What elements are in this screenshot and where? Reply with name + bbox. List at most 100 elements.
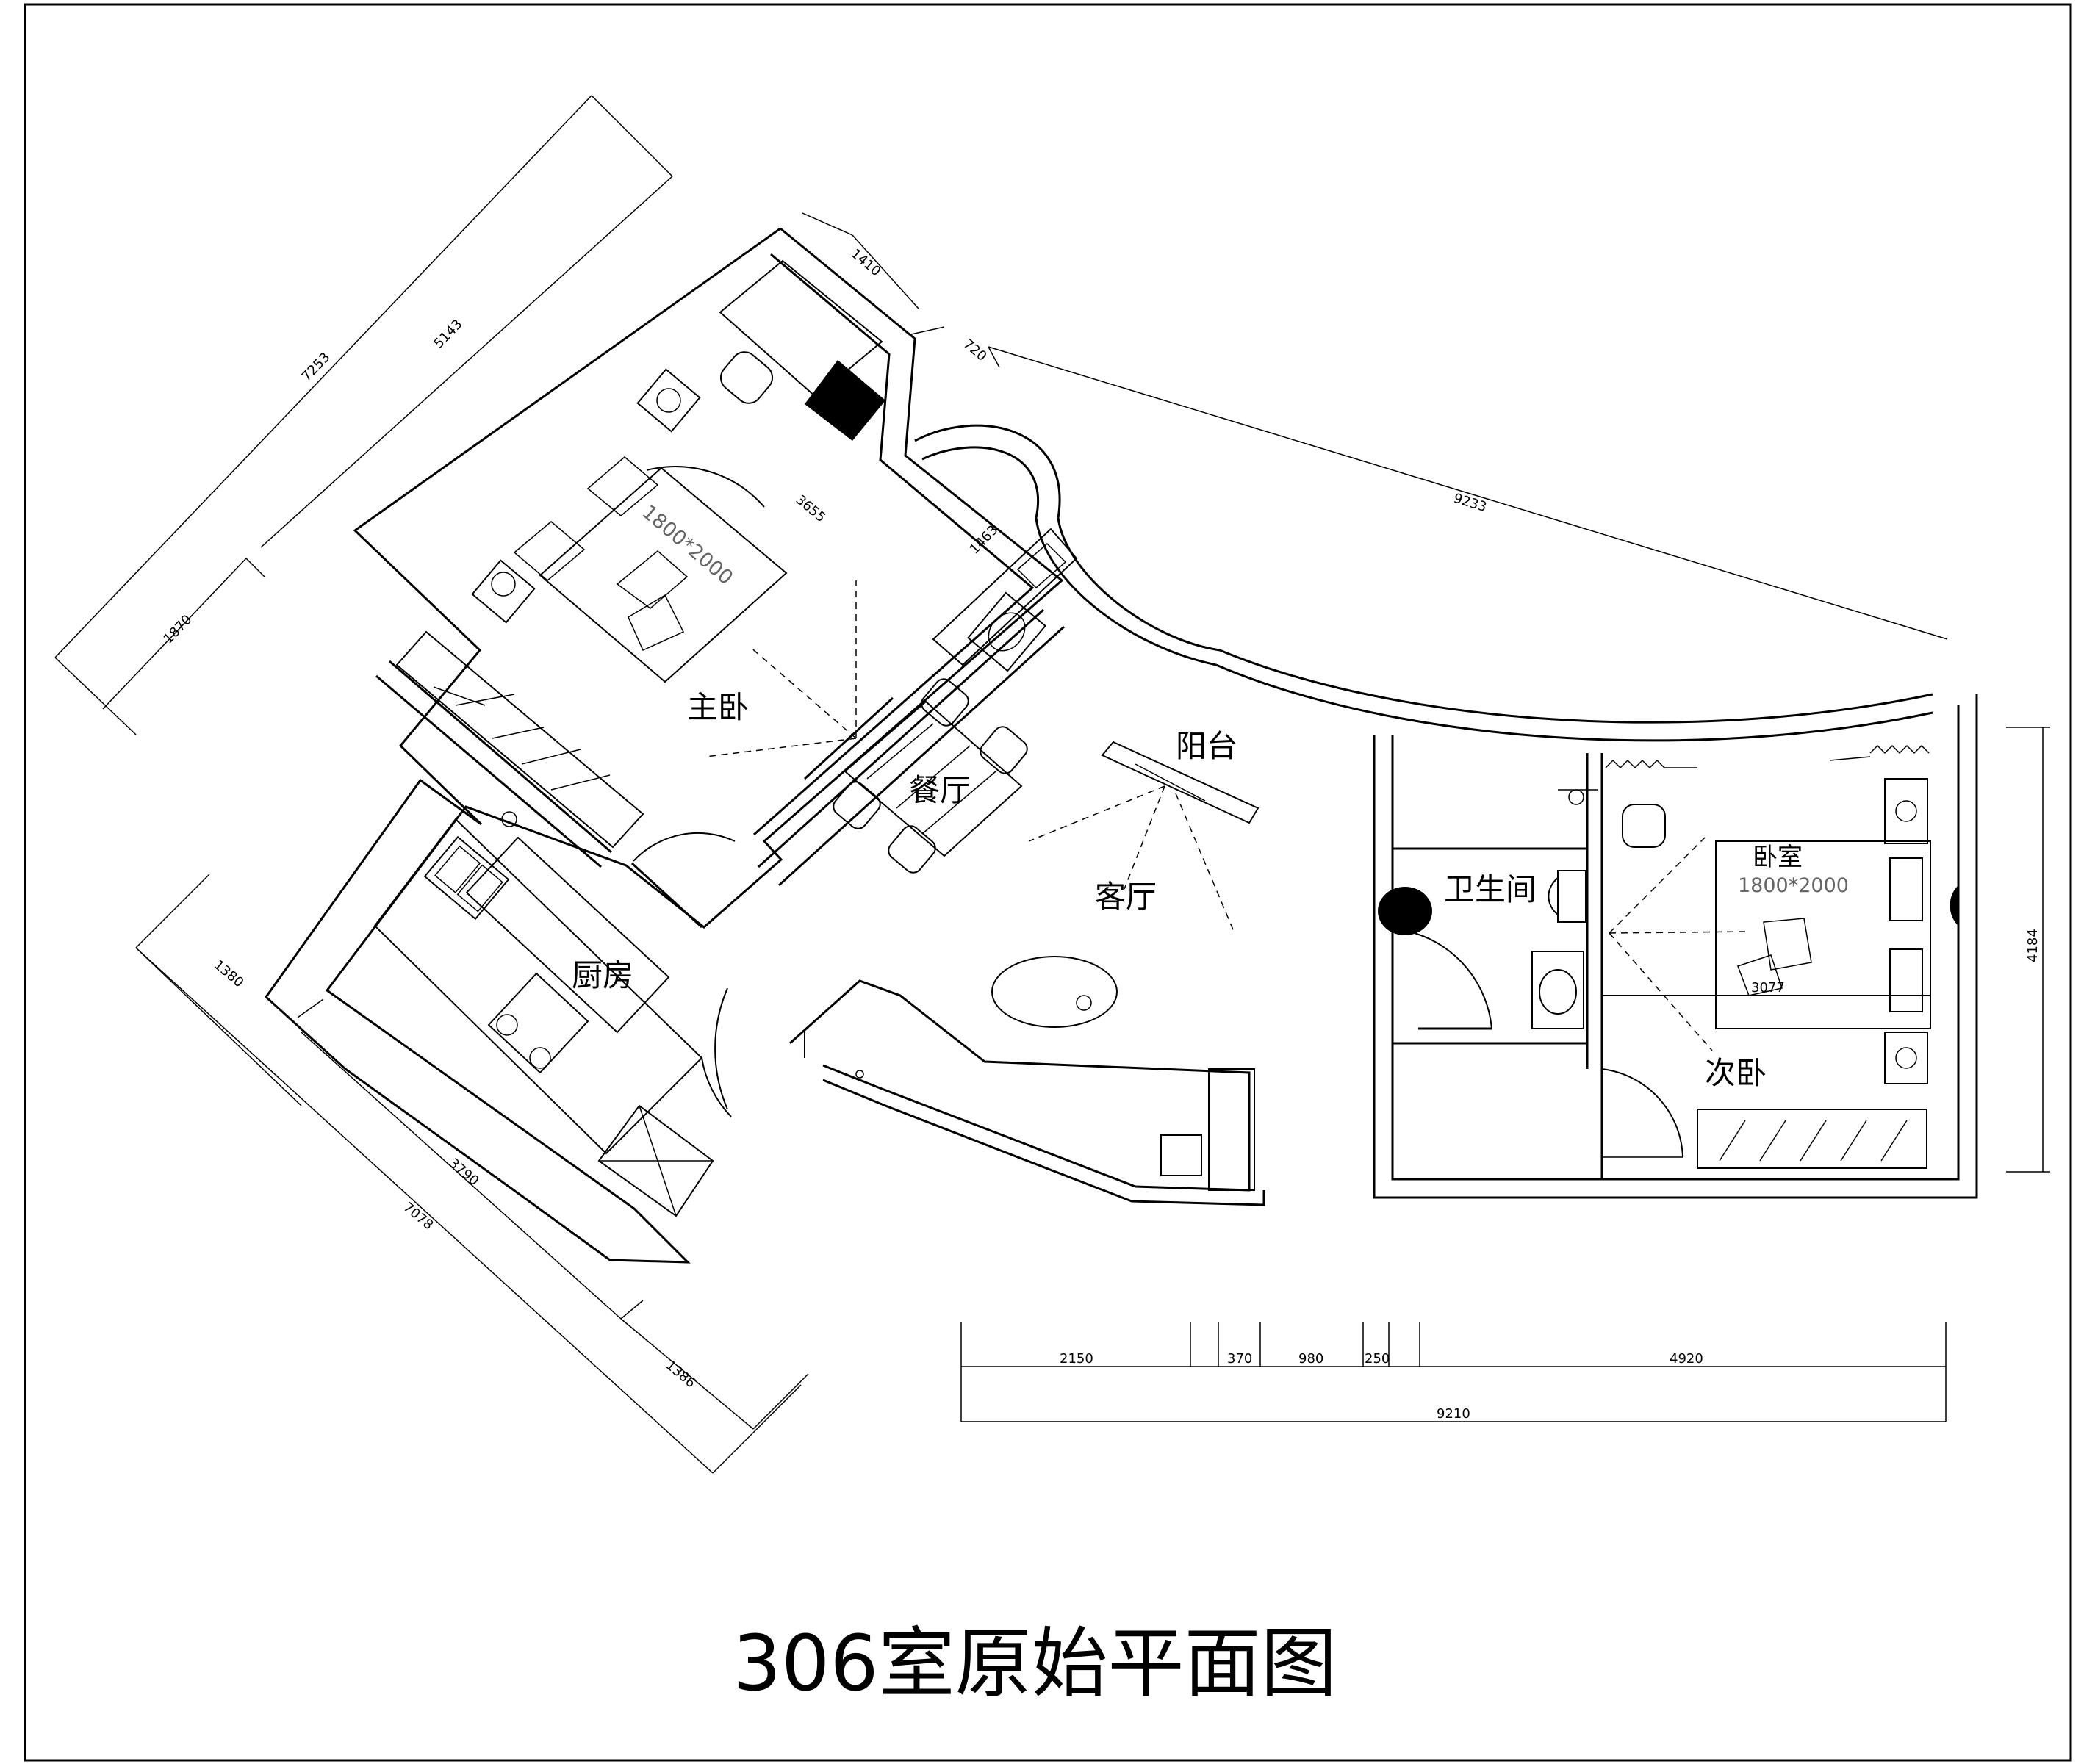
label-kitchen: 厨房 bbox=[572, 957, 633, 993]
lamp-right-icon bbox=[656, 388, 681, 413]
kitchen bbox=[373, 811, 732, 1217]
svg-text:2150: 2150 bbox=[1060, 1351, 1093, 1367]
cushion-2 bbox=[628, 594, 685, 651]
pillow-right bbox=[586, 456, 659, 516]
svg-text:9233: 9233 bbox=[1452, 491, 1489, 515]
svg-text:5143: 5143 bbox=[431, 317, 465, 352]
label-second-bedroom: 次卧 bbox=[1705, 1055, 1767, 1091]
bedroom-door-arc-2 bbox=[1601, 1068, 1683, 1158]
curtain-left bbox=[1605, 759, 1665, 769]
kitchen-sink bbox=[423, 835, 510, 921]
second-wardrobe bbox=[1697, 1109, 1927, 1169]
svg-text:7253: 7253 bbox=[298, 350, 333, 385]
svg-text:250: 250 bbox=[1365, 1351, 1390, 1367]
bathroom-door-arc bbox=[1414, 932, 1492, 1029]
svg-text:980: 980 bbox=[1298, 1351, 1323, 1367]
desk-chair bbox=[719, 351, 774, 404]
chair-3 bbox=[833, 781, 881, 829]
bedroom-kitchen-wall-2 bbox=[375, 674, 602, 868]
svg-text:1380: 1380 bbox=[211, 957, 247, 991]
nightstand-right bbox=[636, 368, 701, 433]
balcony-wall bbox=[914, 346, 1948, 934]
balcony-counter bbox=[932, 528, 1078, 666]
dining-set bbox=[833, 678, 1028, 874]
svg-text:720: 720 bbox=[960, 336, 990, 364]
label-master-bedroom: 主卧 bbox=[687, 689, 749, 725]
stove bbox=[487, 972, 589, 1074]
svg-text:1410: 1410 bbox=[848, 246, 884, 280]
coffee-table bbox=[991, 956, 1118, 1028]
cushion-bottom bbox=[1889, 948, 1923, 1012]
balcony-curve-inner bbox=[921, 446, 1039, 519]
kitchen-counter bbox=[373, 818, 703, 1155]
master-wardrobe bbox=[395, 630, 644, 849]
bath-column bbox=[1378, 887, 1432, 935]
cushion-1 bbox=[616, 550, 689, 609]
nw-outer-wall bbox=[265, 227, 1064, 1264]
label-bedroom: 卧室 bbox=[1753, 843, 1803, 872]
label-bathroom: 卫生间 bbox=[1444, 871, 1537, 907]
svg-text:370: 370 bbox=[1227, 1351, 1252, 1367]
nw-inner-wall bbox=[753, 253, 1035, 836]
kitchen-door bbox=[701, 1057, 732, 1117]
label-balcony: 阳台 bbox=[1176, 728, 1237, 764]
tv-cabinet bbox=[1208, 1068, 1255, 1191]
burner-1-icon bbox=[496, 1014, 518, 1036]
master-bed bbox=[539, 467, 788, 683]
kitchen-door-2 bbox=[714, 987, 728, 1110]
second-bed-size: 1800*2000 bbox=[1738, 874, 1849, 897]
frame-border bbox=[24, 3, 2072, 1762]
north-west-wing: 1800*2000 bbox=[265, 227, 1066, 1264]
structural-column bbox=[805, 360, 885, 441]
curtain-right bbox=[1869, 744, 1930, 755]
cushion-top bbox=[1889, 857, 1923, 921]
bedroom-chair bbox=[1622, 804, 1666, 848]
dining-wall-2 bbox=[777, 625, 1066, 887]
svg-text:3077: 3077 bbox=[1751, 980, 1785, 996]
svg-text:4184: 4184 bbox=[2025, 929, 2041, 962]
toilet-bowl bbox=[1548, 877, 1559, 915]
balcony-curve-outer bbox=[914, 424, 1061, 519]
faucet bbox=[1016, 542, 1067, 589]
east-block: 1800*2000 bbox=[1373, 694, 1978, 1199]
living-room bbox=[788, 956, 1265, 1206]
svg-text:9210: 9210 bbox=[1437, 1406, 1470, 1422]
living-south-wall bbox=[788, 979, 1251, 1192]
pillow-left bbox=[513, 521, 586, 581]
bed-pillow bbox=[1763, 918, 1812, 971]
page-title: 306室原始平面图 bbox=[733, 1619, 1337, 1708]
svg-text:1386: 1386 bbox=[663, 1358, 699, 1392]
desk bbox=[719, 259, 883, 398]
burner-2-icon bbox=[529, 1047, 551, 1069]
side-table bbox=[1160, 1134, 1202, 1176]
dining-table bbox=[844, 700, 1023, 857]
svg-text:4920: 4920 bbox=[1670, 1351, 1703, 1367]
svg-text:3655: 3655 bbox=[793, 492, 829, 526]
nightstand-left bbox=[471, 559, 536, 624]
balcony-railing bbox=[1101, 741, 1259, 824]
bedroom-kitchen-wall bbox=[389, 660, 612, 854]
svg-text:3790: 3790 bbox=[446, 1156, 482, 1189]
chair-1 bbox=[921, 678, 969, 727]
bedroom-column bbox=[1950, 885, 1958, 926]
label-dining: 餐厅 bbox=[909, 772, 971, 808]
lamp-left-icon bbox=[491, 572, 516, 597]
chair-4 bbox=[888, 825, 936, 874]
dining-wall bbox=[757, 608, 1045, 868]
kitchen-counter-inner bbox=[465, 836, 670, 1034]
toilet-tank bbox=[1557, 870, 1586, 923]
balcony-dim-line bbox=[988, 346, 1948, 640]
kitchen-door-arc bbox=[633, 832, 736, 862]
nightstand-top bbox=[1884, 778, 1928, 844]
chair-2 bbox=[980, 726, 1028, 774]
second-bed bbox=[1715, 840, 1931, 1029]
bedroom-door-arc bbox=[646, 466, 765, 508]
east-outer-wall bbox=[1373, 694, 1978, 1199]
basin bbox=[1539, 969, 1577, 1015]
bed-cushion bbox=[1737, 954, 1783, 996]
kitchen-wall-seg bbox=[630, 862, 703, 929]
nightstand-bottom bbox=[1884, 1032, 1928, 1084]
label-living: 客厅 bbox=[1095, 879, 1157, 915]
balcony-long-curve bbox=[1219, 649, 1933, 724]
